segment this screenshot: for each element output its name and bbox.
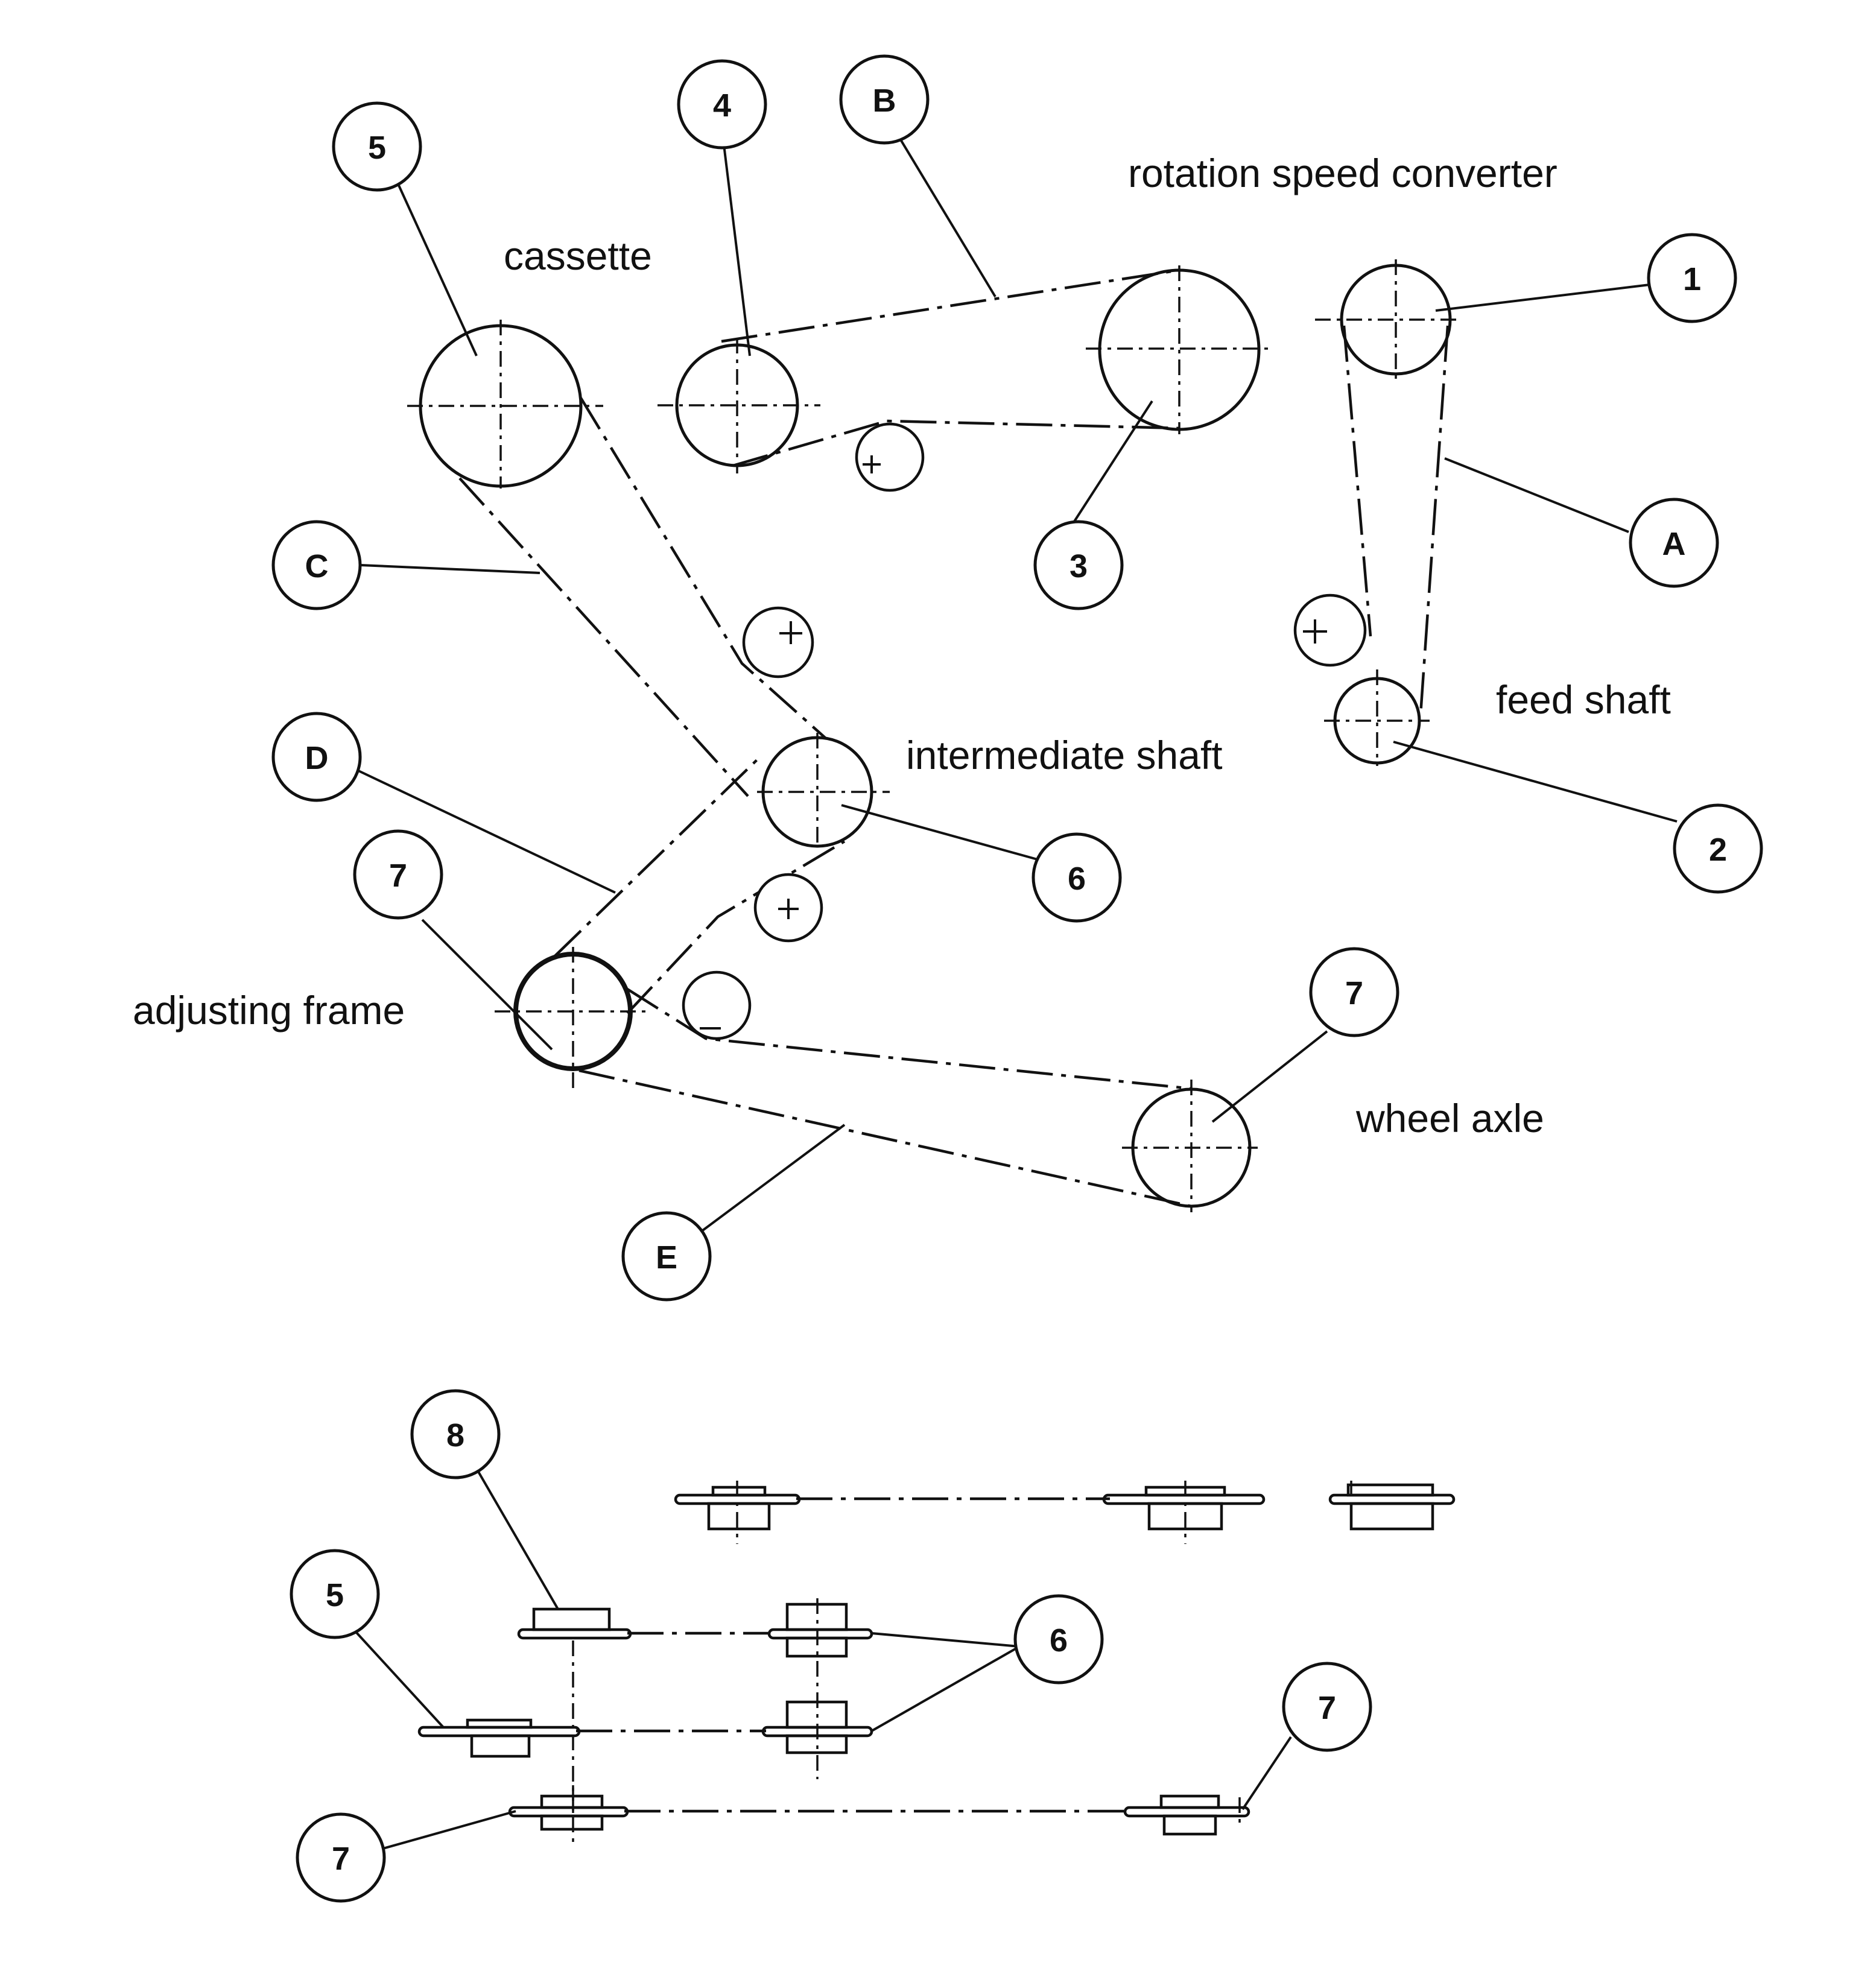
svg-text:7: 7 — [332, 1841, 350, 1877]
svg-text:6: 6 — [1050, 1622, 1068, 1659]
svg-text:8: 8 — [446, 1417, 464, 1454]
svg-text:3: 3 — [1070, 548, 1088, 584]
callout-4: 4 — [677, 59, 767, 150]
pulley-1 — [1315, 259, 1460, 380]
pulley-4 — [658, 338, 820, 473]
side-row-2 — [517, 1598, 873, 1815]
side-row-1 — [674, 1481, 1456, 1544]
belt-E — [578, 988, 1192, 1208]
leaders-bottom — [349, 1467, 1292, 1850]
tensioner-A — [1293, 593, 1367, 667]
svg-text:4: 4 — [713, 87, 731, 124]
svg-text:7: 7 — [1318, 1690, 1336, 1726]
callout-7-side-right: 7 — [1282, 1662, 1372, 1752]
svg-text:2: 2 — [1709, 832, 1727, 868]
callout-1: 1 — [1647, 233, 1737, 323]
pulley-7-adjusting-frame — [495, 947, 651, 1089]
callout-6: 6 — [1031, 832, 1122, 923]
svg-text:E: E — [656, 1239, 677, 1276]
callout-3: 3 — [1033, 520, 1124, 610]
svg-text:B: B — [873, 83, 896, 119]
svg-text:5: 5 — [326, 1577, 344, 1613]
svg-text:D: D — [305, 740, 329, 776]
pulley-2 — [1324, 669, 1430, 766]
callout-5: 5 — [332, 101, 422, 192]
callout-7-adjusting-frame: 7 — [353, 829, 443, 920]
label-rotation-speed-converter: rotation speed converter — [1128, 151, 1558, 195]
callout-B: B — [839, 54, 930, 145]
svg-text:7: 7 — [389, 858, 407, 894]
svg-text:6: 6 — [1068, 861, 1086, 897]
tensioner-B — [855, 422, 925, 492]
callout-A: A — [1629, 498, 1719, 588]
svg-text:5: 5 — [368, 130, 386, 166]
side-row-3 — [417, 1700, 873, 1758]
pulley-3 — [1086, 265, 1273, 434]
belt-B — [721, 268, 1180, 467]
callout-8-side: 8 — [410, 1389, 501, 1479]
pulley-7-wheel-axle — [1122, 1080, 1258, 1212]
callout-7-side-left: 7 — [296, 1812, 386, 1903]
label-cassette: cassette — [504, 233, 652, 278]
belt-C — [458, 397, 828, 797]
belt-D — [554, 756, 846, 1014]
label-adjusting-frame: adjusting frame — [133, 988, 405, 1033]
label-wheel-axle: wheel axle — [1355, 1096, 1544, 1140]
svg-text:7: 7 — [1345, 975, 1363, 1011]
callout-6-side: 6 — [1013, 1594, 1104, 1685]
tensioner-E — [682, 970, 752, 1040]
belt-A — [1342, 325, 1450, 715]
pulley-6 — [757, 733, 890, 848]
leaders-top — [354, 125, 1678, 1232]
svg-text:C: C — [305, 548, 329, 584]
callout-D: D — [271, 712, 362, 802]
svg-text:1: 1 — [1683, 261, 1701, 297]
callout-7-wheel-axle: 7 — [1309, 947, 1399, 1037]
svg-text:A: A — [1662, 526, 1686, 562]
callout-2: 2 — [1673, 803, 1763, 894]
callout-5-side: 5 — [290, 1549, 380, 1639]
side-row-4 — [508, 1785, 1250, 1846]
tensioner-C — [742, 606, 814, 679]
callout-E: E — [621, 1211, 712, 1302]
label-intermediate-shaft: intermediate shaft — [906, 733, 1223, 777]
callout-C: C — [271, 520, 362, 610]
label-feed-shaft: feed shaft — [1496, 677, 1671, 722]
tensioner-D — [753, 873, 823, 943]
pulley-5 — [407, 320, 603, 489]
